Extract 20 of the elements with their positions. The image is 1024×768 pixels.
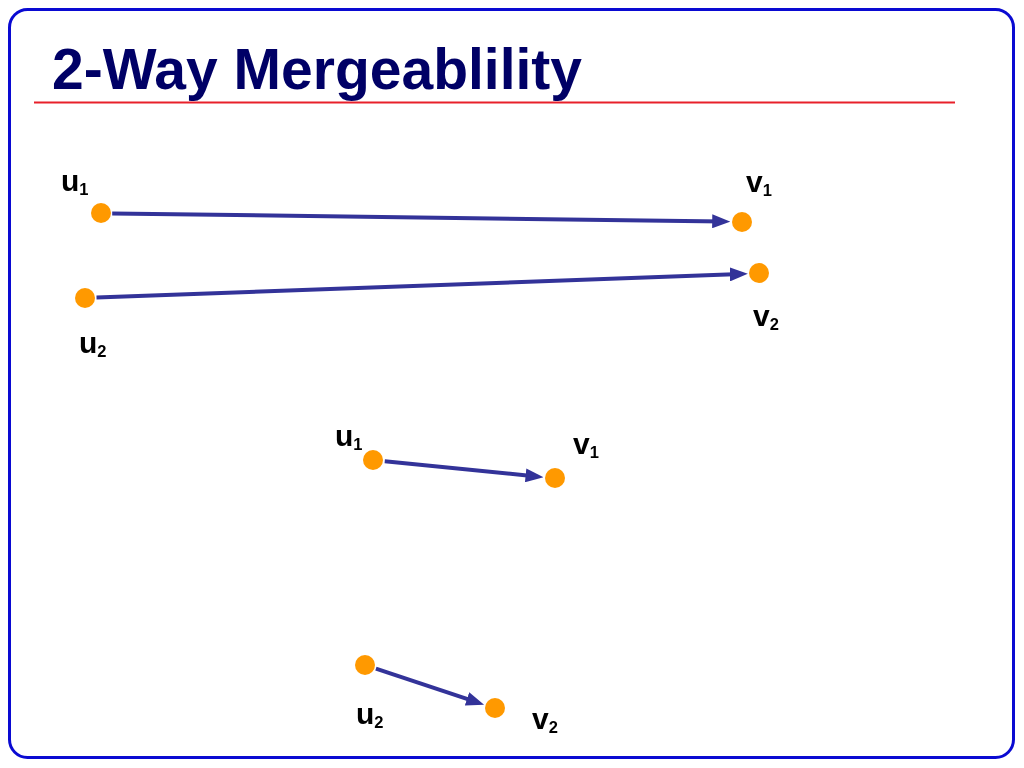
vertex-label: v$_{2}$ [532,704,558,738]
vertex-dot [485,698,505,719]
vertex-dot [545,468,565,489]
vertex-dot [75,288,95,308]
vertex-label: u$_{2}$ [356,699,384,733]
vertex-label: u$_{1}$ [61,166,89,200]
vertex-label: u$_{2}$ [79,328,107,362]
vertex-dot [731,211,752,232]
vertex-dot [90,203,111,224]
vertex-label: v$_{1}$ [746,167,772,201]
arrow [375,666,485,706]
vertex-label: v$_{2}$ [753,301,779,335]
arrow [384,459,544,483]
vertex-label: v$_{1}$ [573,429,599,463]
vertex-label: u$_{1}$ [335,421,363,455]
vertex-dot [749,263,770,284]
arrow [96,267,748,300]
vertex-dot [363,450,384,470]
vertex-dot [355,655,375,675]
arrow [112,211,731,229]
